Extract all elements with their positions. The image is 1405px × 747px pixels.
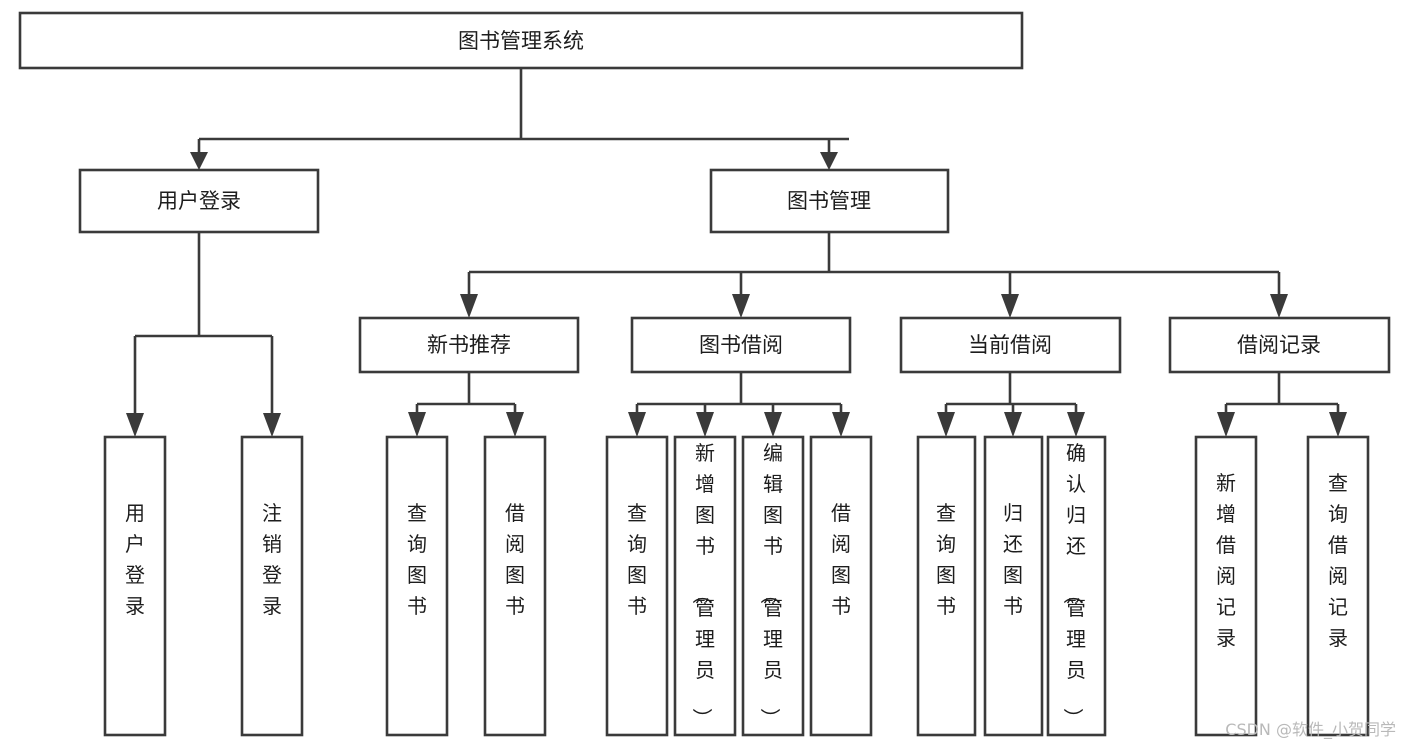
node-cb-query-book[interactable]: 查询图书	[916, 435, 977, 737]
node-bb-query-book[interactable]: 查询图书	[605, 435, 669, 737]
arrow-icon-to-user-login	[190, 152, 208, 170]
node-label-nbr-borrow-book: 借阅图书	[505, 501, 525, 618]
node-user-login[interactable]: 用户登录	[78, 168, 320, 234]
arrowhead-layer	[126, 152, 1347, 437]
node-label-bb-edit-book: 编辑图书（管理员）	[758, 441, 783, 728]
node-book-manage[interactable]: 图书管理	[709, 168, 950, 234]
node-bb-edit-book[interactable]: 编辑图书（管理员）	[741, 435, 805, 737]
watermark-label: CSDN @软件_小贺同学	[1225, 720, 1396, 740]
node-label-user-login: 用户登录	[157, 189, 241, 213]
arrow-icon-to-current-borrow	[1001, 294, 1019, 318]
arrow-icon-to-user-login-do	[126, 413, 144, 437]
node-cb-confirm-return[interactable]: 确认归还（管理员）	[1046, 435, 1107, 737]
arrow-icon-to-user-logout	[263, 413, 281, 437]
node-br-query-record[interactable]: 查询借阅记录	[1306, 435, 1370, 737]
node-nbr-borrow-book[interactable]: 借阅图书	[483, 435, 547, 737]
node-label-bb-query-book: 查询图书	[627, 501, 647, 618]
node-label-br-query-record: 查询借阅记录	[1328, 471, 1348, 650]
node-user-login-do[interactable]: 用户登录	[103, 435, 167, 737]
arrow-icon-to-borrow-record	[1270, 294, 1288, 318]
node-label-borrow-record: 借阅记录	[1237, 333, 1321, 357]
arrow-icon-to-nbr-borrow-book	[506, 412, 524, 437]
node-label-bb-borrow-book: 借阅图书	[831, 501, 851, 618]
arrow-icon-to-bb-borrow-book	[832, 412, 850, 437]
node-label-new-book-recommend: 新书推荐	[427, 333, 511, 357]
node-layer: 图书管理系统 用户登录 图书管理 新书推荐 图书借阅	[18, 11, 1391, 737]
node-label-book-manage: 图书管理	[787, 189, 871, 213]
node-br-add-record[interactable]: 新增借阅记录	[1194, 435, 1258, 737]
arrow-icon-to-new-book-recommend	[460, 294, 478, 318]
node-bb-borrow-book[interactable]: 借阅图书	[809, 435, 873, 737]
arrow-icon-to-bb-add-book	[696, 412, 714, 437]
node-new-book-recommend[interactable]: 新书推荐	[358, 316, 580, 374]
arrow-icon-to-cb-return-book	[1004, 412, 1022, 437]
node-label-book-borrow: 图书借阅	[699, 333, 783, 357]
node-nbr-query-book[interactable]: 查询图书	[385, 435, 449, 737]
arrow-icon-to-book-borrow	[732, 294, 750, 318]
node-book-borrow[interactable]: 图书借阅	[630, 316, 852, 374]
arrow-icon-to-cb-query-book	[937, 412, 955, 437]
node-label-br-add-record: 新增借阅记录	[1216, 471, 1236, 650]
arrow-icon-to-bb-query-book	[628, 412, 646, 437]
node-label-cb-confirm-return: 确认归还（管理员）	[1061, 441, 1086, 728]
node-bb-add-book[interactable]: 新增图书（管理员）	[673, 435, 737, 737]
node-label-nbr-query-book: 查询图书	[407, 501, 427, 618]
node-label-bb-add-book: 新增图书（管理员）	[690, 441, 715, 728]
arrow-icon-to-br-add-record	[1217, 412, 1235, 437]
node-root[interactable]: 图书管理系统	[18, 11, 1024, 70]
node-label-user-login-do: 用户登录	[125, 501, 145, 618]
node-label-current-borrow: 当前借阅	[968, 333, 1052, 357]
node-cb-return-book[interactable]: 归还图书	[983, 435, 1044, 737]
arrow-icon-to-nbr-query-book	[408, 412, 426, 437]
node-label-user-logout: 注销登录	[262, 501, 282, 618]
node-label-root: 图书管理系统	[458, 29, 584, 53]
arrow-icon-to-cb-confirm-return	[1067, 412, 1085, 437]
arrow-icon-to-br-query-record	[1329, 412, 1347, 437]
arrow-icon-to-book-manage	[820, 152, 838, 170]
node-label-cb-return-book: 归还图书	[1003, 501, 1023, 618]
node-borrow-record[interactable]: 借阅记录	[1168, 316, 1391, 374]
node-current-borrow[interactable]: 当前借阅	[899, 316, 1122, 374]
node-label-cb-query-book: 查询图书	[936, 501, 956, 618]
arrow-icon-to-bb-edit-book	[764, 412, 782, 437]
node-user-logout[interactable]: 注销登录	[240, 435, 304, 737]
